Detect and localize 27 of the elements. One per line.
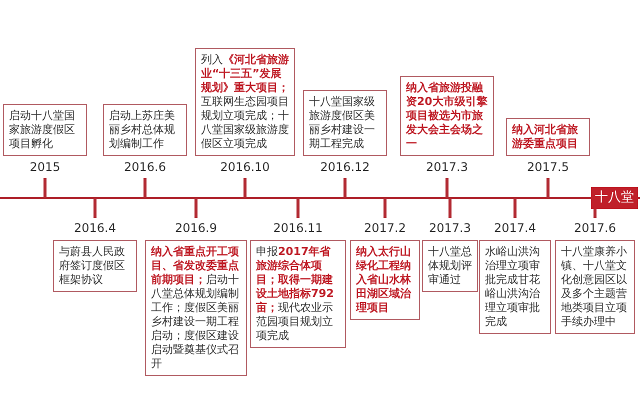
date-label: 2017.5 — [527, 160, 569, 174]
event-text: 水峪山洪沟治理立项审批完成甘花峪山洪沟治理立项审批完成 — [479, 240, 551, 334]
event-text: 启动十八堂国家旅游度假区项目孵化 — [3, 104, 87, 156]
event-text: 与蔚县人民政府签订度假区框架协议 — [53, 240, 137, 292]
date-label: 2017.6 — [574, 221, 616, 235]
date-label: 2017.2 — [364, 221, 406, 235]
date-label: 2016.12 — [320, 160, 370, 174]
date-label: 2016.9 — [175, 221, 217, 235]
date-label: 2017.4 — [494, 221, 536, 235]
event-text: 纳入太行山绿化工程纳入省山水林田湖区域治理项目 — [350, 240, 420, 320]
end-marker-label: 十八堂 — [591, 187, 638, 209]
date-label: 2016.11 — [273, 221, 323, 235]
date-label: 2017.3 — [429, 221, 471, 235]
event-text: 纳入河北省旅游委重点项目 — [506, 118, 590, 156]
event-text: 十八堂康养小镇、十八堂文化创意园区以及多个主题营地类项目立项手续办理中 — [555, 240, 635, 334]
date-label: 2016.4 — [74, 221, 116, 235]
date-label: 2016.6 — [124, 160, 166, 174]
event-text: 十八堂总体规划评审通过 — [422, 240, 478, 292]
event-text: 申报2017年省旅游综合体项目；取得一期建设土地指标792亩；现代农业示范园项目规划立项完成 — [250, 240, 346, 348]
date-label: 2017.3 — [426, 160, 468, 174]
event-text: 启动上苏庄美丽乡村总体规划编制工作 — [103, 104, 187, 156]
event-text: 十八堂国家级旅游度假区美丽乡村建设一期工程完成 — [303, 90, 387, 156]
date-label: 2015 — [30, 160, 60, 174]
event-text: 纳入省旅游投融资20大市级引擎项目被选为市旅发大会主会场之一 — [400, 76, 494, 156]
date-label: 2016.10 — [220, 160, 270, 174]
event-text: 纳入省重点开工项目、省发改委重点前期项目；启动十八堂总体规划编制工作；度假区美丽乡村建设一期工程启动；度假区建设启动暨奠基仪式召开 — [145, 240, 247, 376]
event-text: 列入《河北省旅游业“十三五”发展规划》重大项目；互联网生态园项目规划立项完成；十八堂国家级旅游度假区立项完成 — [195, 48, 295, 156]
